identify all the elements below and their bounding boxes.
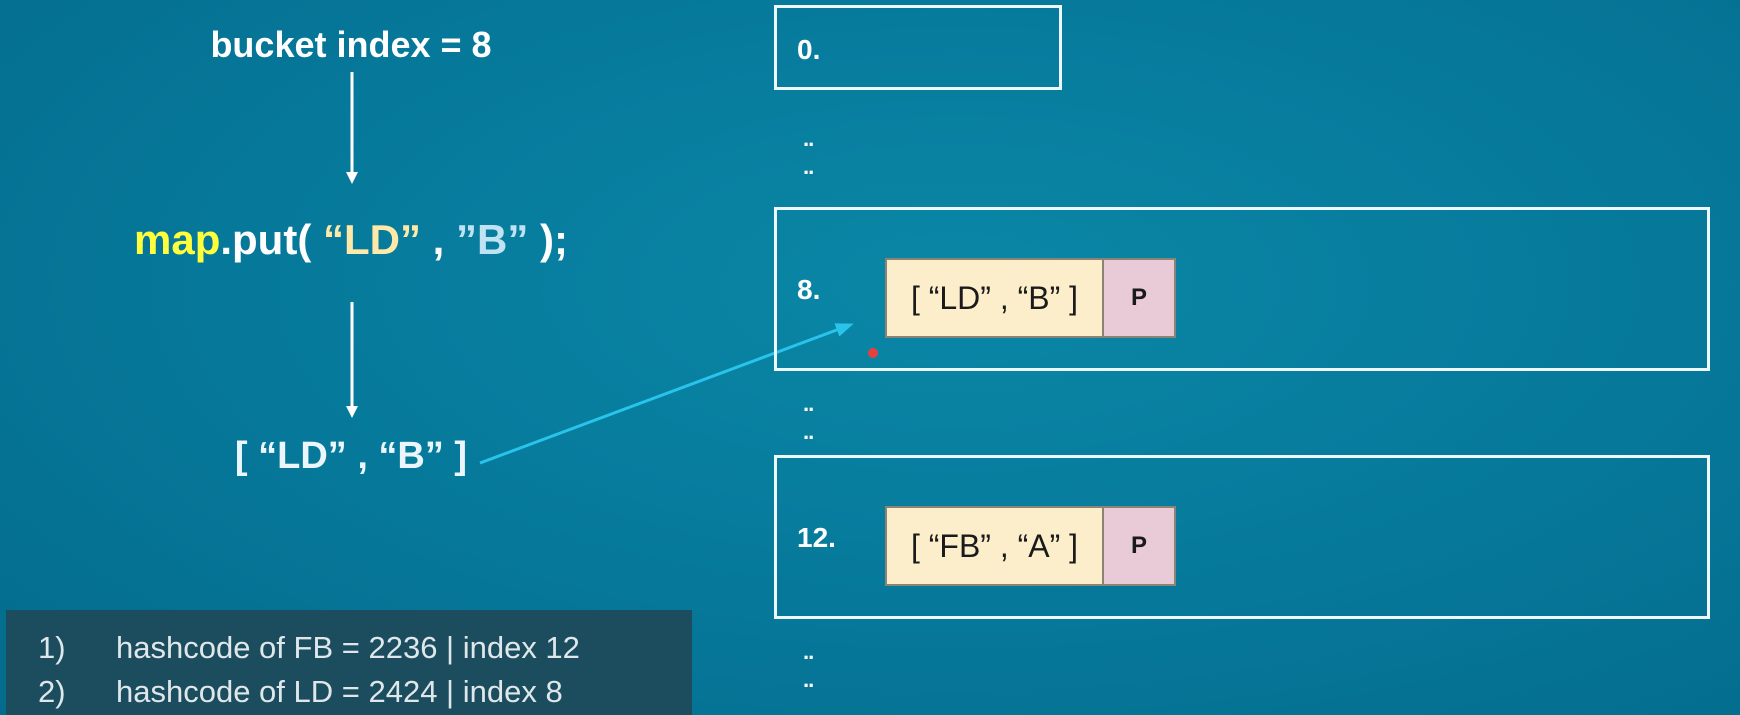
code-put-call: .put( [220, 216, 323, 263]
pointer-dot [868, 348, 878, 358]
bucket-8-node-key-value: [ “LD” , “B” ] [885, 258, 1104, 338]
arrow-entry-to-bucket-8 [479, 323, 854, 465]
code-end: ); [528, 216, 568, 263]
ellipsis-dots-1: .. .. [803, 126, 814, 179]
bucket-8: 8. [ “LD” , “B” ] P [774, 207, 1710, 371]
bucket-12-node-pointer: P [1102, 506, 1176, 586]
put-call-code: map.put( “LD” , ”B” ); [0, 216, 702, 264]
bucket-8-node-pointer: P [1102, 258, 1176, 338]
code-separator: , [420, 216, 456, 263]
ellipsis-dots-2: .. .. [803, 391, 814, 444]
bucket-12-label: 12. [797, 522, 836, 553]
bucket-12: 12. [ “FB” , “A” ] P [774, 455, 1710, 619]
bucket-12-node-key-value: [ “FB” , “A” ] [885, 506, 1104, 586]
note-1-text: hashcode of FB = 2236 | index 12 [116, 630, 580, 665]
note-2-number: 2) [38, 674, 66, 709]
note-2-text: hashcode of LD = 2424 | index 8 [116, 674, 563, 709]
bucket-0: 0. [774, 5, 1062, 90]
code-map-object: map [134, 216, 221, 263]
bucket-8-label: 8. [797, 274, 821, 305]
code-key: “LD” [322, 216, 421, 263]
code-value: ”B” [456, 216, 529, 263]
note-1-number: 1) [38, 630, 66, 665]
ellipsis-dots-3: .. .. [803, 639, 814, 692]
hashcode-notes-panel: 1) hashcode of FB = 2236 | index 12 2) h… [6, 610, 692, 715]
bucket-index-label: bucket index = 8 [210, 24, 492, 65]
bucket-0-label: 0. [797, 34, 821, 65]
entry-pair-label: [ “LD” , “B” ] [234, 435, 468, 477]
